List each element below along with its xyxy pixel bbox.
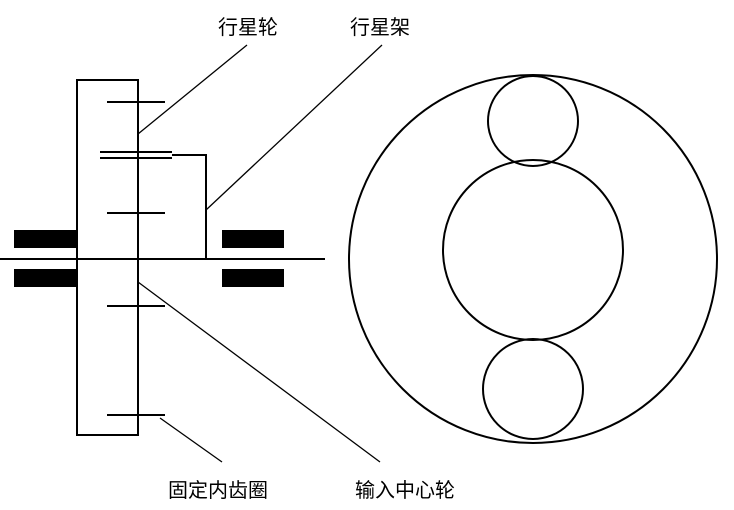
leader-line-fixed-ring-gear — [159, 417, 223, 463]
planet-carrier-arm — [172, 154, 207, 259]
planet-gear-top-circle — [487, 75, 579, 167]
ring-gear-housing — [76, 79, 139, 436]
sun-gear-circle — [442, 159, 624, 341]
bearing-left-bottom — [14, 269, 76, 287]
label-fixed-ring-gear: 固定内齿圈 — [168, 478, 268, 502]
ring-gear-circle — [348, 74, 718, 444]
leader-line-planet-carrier — [205, 44, 383, 211]
label-planet-carrier: 行星架 — [350, 15, 410, 39]
leader-line-planet-gear — [137, 44, 248, 135]
bearing-left-top — [14, 230, 76, 248]
bearing-right-bottom — [222, 269, 284, 287]
label-planet-gear: 行星轮 — [218, 15, 278, 39]
front-view — [348, 74, 718, 444]
label-input-sun-gear: 输入中心轮 — [355, 478, 455, 502]
planet-gear-bottom-circle — [482, 338, 584, 440]
leader-line-input-sun-gear — [137, 281, 381, 463]
schematic-side-view — [0, 44, 383, 463]
bearing-right-top — [222, 230, 284, 248]
